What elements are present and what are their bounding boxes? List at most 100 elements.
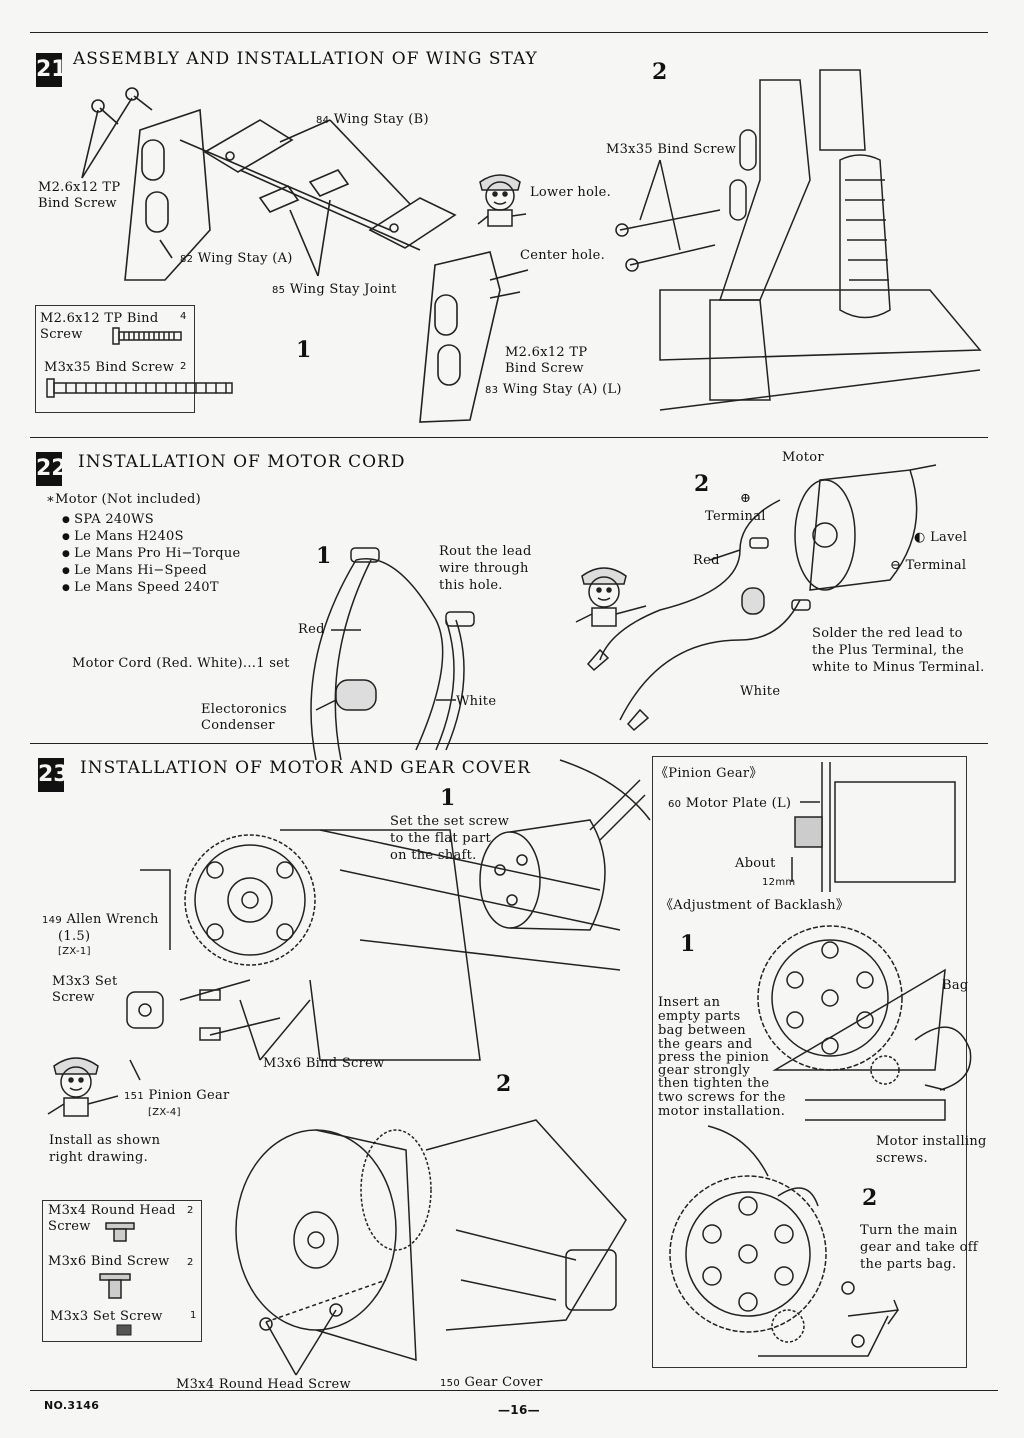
mascot-icon-22 xyxy=(570,560,650,632)
section-23-title: INSTALLATION OF MOTOR AND GEAR COVER xyxy=(80,758,531,778)
round-head-screw-icon xyxy=(104,1221,136,1243)
s21-step-2: 2 xyxy=(652,59,668,85)
motor-gear-drawing-1 xyxy=(120,760,650,1080)
wing-stay-b-label: 84 Wing Stay (B) xyxy=(316,112,429,127)
s21-part-2-qty: 2 xyxy=(180,361,187,372)
rout-line-1: Rout the lead xyxy=(439,544,532,559)
insert-line-6: gear strongly xyxy=(658,1063,751,1078)
rule-22 xyxy=(30,437,988,438)
lavel-icon: ◐ xyxy=(914,530,926,545)
wing-stay-a-label: 82 Wing Stay (A) xyxy=(180,251,293,266)
motor-cord-drawing-1 xyxy=(296,520,486,750)
s22-step-1: 1 xyxy=(316,543,332,569)
s21-part-2-label: M3x35 Bind Screw xyxy=(44,360,175,375)
motor-cord-drawing-2 xyxy=(580,460,940,740)
screw-right-label-1: M2.6x12 TP xyxy=(505,345,588,360)
s21-parts-box xyxy=(35,305,195,413)
about-label: About xyxy=(735,856,776,871)
rout-line-3: this hole. xyxy=(439,578,503,593)
tp-bind-screw-icon xyxy=(112,326,184,346)
bag-label: Bag xyxy=(942,978,969,993)
condenser-label-2: Condenser xyxy=(201,718,275,733)
m3x3-label-2: Screw xyxy=(52,990,95,1005)
s23-part-2-label: M3x6 Bind Screw xyxy=(48,1254,170,1269)
minus-terminal-label: ⊖ Terminal xyxy=(890,558,967,573)
motor-label: Motor xyxy=(782,450,824,465)
motor-screws-line-1: Motor installing xyxy=(876,1134,987,1149)
m3x4-label: M3x4 Round Head Screw xyxy=(176,1377,351,1392)
motor-item-1: SPA 240WS xyxy=(62,512,154,529)
insert-line-1: Insert an xyxy=(658,995,721,1010)
pinion-backlash-panel xyxy=(652,756,967,1368)
insert-line-5: press the pinion xyxy=(658,1050,770,1065)
lower-hole-label: Lower hole. xyxy=(530,185,612,200)
insert-line-2: empty parts xyxy=(658,1009,741,1024)
motor-plate-label: 60 Motor Plate (L) xyxy=(668,796,792,811)
doc-code: NO.3146 xyxy=(44,1399,100,1412)
backlash-diagram-1 xyxy=(745,920,970,1130)
set-screw-note-2: to the flat part xyxy=(390,831,491,846)
screw-left-label-1: M2.6x12 TP xyxy=(38,180,121,195)
section-22-number: 22 xyxy=(36,452,67,486)
turn-line-3: the parts bag. xyxy=(860,1257,957,1272)
red-label-2: Red xyxy=(693,553,720,568)
terminal-label: Terminal xyxy=(705,509,766,524)
allen-wrench-label: 149 Allen Wrench xyxy=(42,912,159,927)
condenser-label-1: Electoronics xyxy=(201,702,287,717)
section-21-number: 21 xyxy=(36,53,67,87)
s21-step-1: 1 xyxy=(296,337,312,363)
about-mm-label: 12mm xyxy=(762,877,796,888)
turn-line-1: Turn the main xyxy=(860,1223,958,1238)
m3x3-label-1: M3x3 Set xyxy=(52,974,118,989)
motor-item-5: Le Mans Speed 240T xyxy=(62,580,219,597)
solder-line-2: the Plus Terminal, the xyxy=(812,643,964,658)
turn-line-2: gear and take off xyxy=(860,1240,978,1255)
mascot-icon-23 xyxy=(42,1052,122,1122)
screw-left-label-2: Bind Screw xyxy=(38,196,117,211)
backlash-step-2: 2 xyxy=(862,1185,878,1211)
solder-line-1: Solder the red lead to xyxy=(812,626,963,641)
rout-line-2: wire through xyxy=(439,561,529,576)
wing-stay-joint-label: 85 Wing Stay Joint xyxy=(272,282,397,297)
footer-rule xyxy=(30,1390,998,1391)
s23-part-1-label-1: M3x4 Round Head xyxy=(48,1203,176,1218)
s23-step-2: 2 xyxy=(496,1071,512,1097)
screw-right-label-2: Bind Screw xyxy=(505,361,584,376)
s21-part-1-label-1: M2.6x12 TP Bind xyxy=(40,311,159,326)
set-screw-icon xyxy=(116,1324,132,1336)
motor-gear-drawing-2 xyxy=(236,1110,636,1375)
s23-part-2-qty: 2 xyxy=(187,1257,194,1268)
lavel-label: ◐ Lavel xyxy=(914,530,968,545)
motor-item-4: Le Mans Hi−Speed xyxy=(62,563,207,580)
insert-line-4: the gears and xyxy=(658,1037,753,1052)
backlash-header: 《Adjustment of Backlash》 xyxy=(660,898,850,913)
s23-part-3-label: M3x3 Set Screw xyxy=(50,1309,163,1324)
center-hole-label: Center hole. xyxy=(520,248,606,263)
motor-screws-line-2: screws. xyxy=(876,1151,928,1166)
insert-line-9: motor installation. xyxy=(658,1104,786,1119)
allen-wrench-size: (1.5) xyxy=(58,929,91,944)
s21-part-1-qty: 4 xyxy=(180,311,187,322)
page-number: —16— xyxy=(498,1403,540,1417)
plus-symbol: ⊕ xyxy=(740,491,752,506)
insert-line-8: two screws for the xyxy=(658,1090,786,1105)
white-label-2: White xyxy=(740,684,781,699)
pinion-gear-header: 《Pinion Gear》 xyxy=(655,766,763,781)
motor-item-3: Le Mans Pro Hi−Torque xyxy=(62,546,241,563)
motor-item-2: Le Mans H240S xyxy=(62,529,184,546)
wing-stay-drawing-2 xyxy=(600,60,990,430)
m3x6-label: M3x6 Bind Screw xyxy=(263,1056,385,1071)
wing-stay-al-label: 83 Wing Stay (A) (L) xyxy=(485,382,622,397)
m3x35-label: M3x35 Bind Screw xyxy=(606,142,737,157)
section-23-number: 23 xyxy=(38,758,69,792)
section-21-title: ASSEMBLY AND INSTALLATION OF WING STAY xyxy=(73,49,538,69)
set-screw-note-1: Set the set screw xyxy=(390,814,510,829)
red-label-1: Red xyxy=(298,622,325,637)
top-rule xyxy=(30,32,988,33)
s22-step-2: 2 xyxy=(694,471,710,497)
install-note-1: Install as shown xyxy=(49,1133,161,1148)
pinion-gear-diagram xyxy=(780,762,960,892)
motor-cord-label: Motor Cord (Red. White)...1 set xyxy=(72,656,290,671)
s21-part-1-label-2: Screw xyxy=(40,327,83,342)
insert-line-3: bag between xyxy=(658,1023,746,1038)
